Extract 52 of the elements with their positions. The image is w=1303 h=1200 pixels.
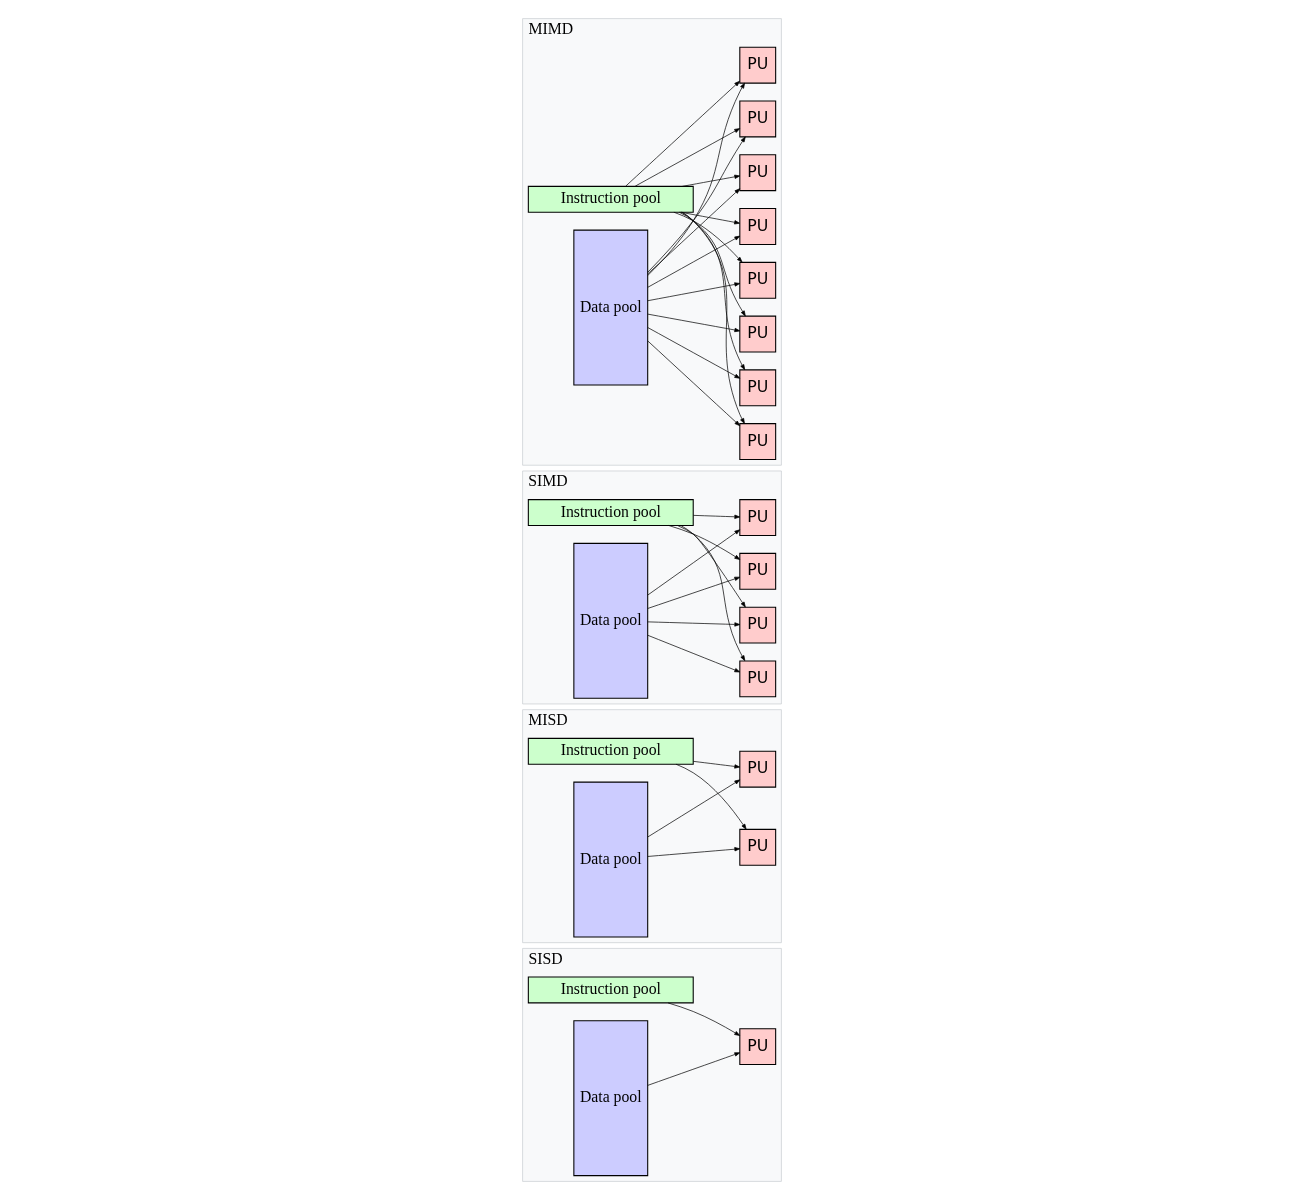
- node-box: PU: [738, 552, 776, 590]
- node-box: PU: [738, 423, 776, 461]
- node-box: PU: [738, 660, 776, 698]
- node-box: Instruction pool: [527, 976, 694, 1004]
- arrow: [681, 211, 745, 424]
- arrow: [680, 211, 745, 371]
- node-box: PU: [738, 261, 776, 299]
- arrow: [647, 313, 740, 333]
- node-box: PU: [738, 606, 776, 644]
- arrow: [681, 174, 740, 187]
- arrow: [647, 634, 740, 673]
- arrow: [646, 136, 746, 273]
- arrow: [673, 211, 742, 263]
- arrow: [634, 128, 740, 187]
- arrow: [692, 761, 740, 769]
- node-box: PU: [738, 369, 776, 407]
- node-box: Data pool: [572, 542, 648, 699]
- arrow: [647, 621, 740, 627]
- arrow: [667, 525, 740, 560]
- arrow: [647, 235, 740, 288]
- arrow: [647, 1052, 740, 1086]
- arrow: [647, 327, 740, 379]
- arrow: [678, 211, 746, 317]
- node-box: PU: [738, 154, 776, 192]
- arrow: [680, 525, 745, 661]
- arrow: [647, 188, 740, 275]
- node-box: PU: [738, 1028, 776, 1066]
- arrow: [647, 340, 740, 427]
- arrow: [647, 529, 740, 596]
- node-box: PU: [738, 828, 776, 866]
- arrow: [647, 576, 740, 609]
- node-box: PU: [738, 750, 776, 788]
- arrow: [692, 514, 740, 519]
- node-box: Data pool: [572, 1020, 648, 1177]
- arrow: [647, 82, 745, 276]
- arrow: [667, 1002, 740, 1036]
- node-box: PU: [738, 315, 776, 353]
- node-box: Data pool: [572, 229, 648, 386]
- arrow: [647, 847, 740, 857]
- arrow: [675, 763, 746, 830]
- arrow: [647, 779, 740, 838]
- node-box: Data pool: [572, 781, 648, 938]
- node-box: Instruction pool: [527, 499, 694, 526]
- arrow: [676, 525, 746, 608]
- node-box: PU: [738, 100, 776, 138]
- node-box: PU: [738, 208, 776, 245]
- node-box: Instruction pool: [527, 737, 694, 765]
- arrow: [624, 80, 740, 187]
- arrow: [647, 282, 740, 302]
- node-box: Instruction pool: [527, 185, 694, 213]
- node-box: PU: [738, 46, 776, 84]
- node-box: PU: [738, 499, 776, 536]
